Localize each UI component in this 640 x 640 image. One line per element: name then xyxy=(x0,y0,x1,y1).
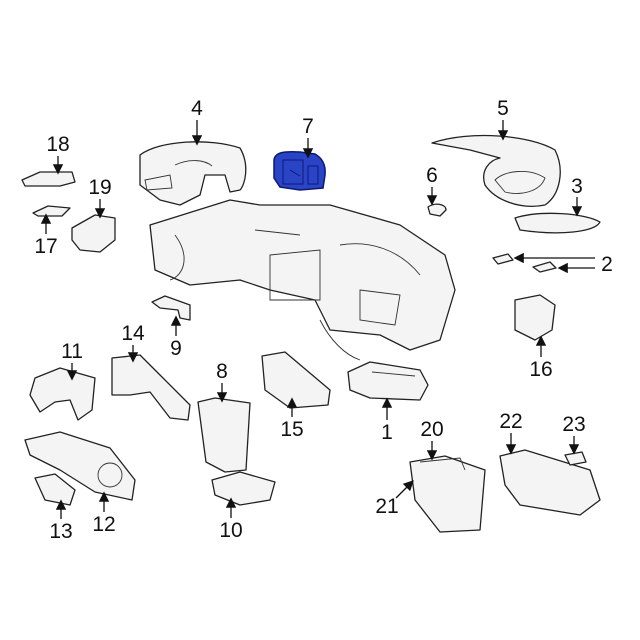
callout-3: 3 xyxy=(571,175,583,198)
leader-lines xyxy=(40,120,595,519)
part-4-cluster-bezel xyxy=(139,141,247,206)
part-1 xyxy=(347,361,429,401)
part-6 xyxy=(427,203,447,217)
callout-19: 19 xyxy=(88,176,111,199)
instrument-panel xyxy=(149,199,456,361)
callout-18: 18 xyxy=(46,133,69,156)
callout-11: 11 xyxy=(61,340,83,363)
part-9 xyxy=(151,295,191,321)
part-18 xyxy=(21,171,76,187)
part-12 xyxy=(24,431,136,501)
part-7-highlighted xyxy=(273,150,326,191)
callout-6: 6 xyxy=(426,164,438,187)
part-2a xyxy=(492,253,514,265)
callout-1: 1 xyxy=(381,421,393,444)
callout-23: 23 xyxy=(562,413,585,436)
part-15 xyxy=(261,351,331,409)
callout-labels: 4 7 5 18 19 6 3 17 2 9 11 14 8 16 15 1 2… xyxy=(34,97,613,543)
callout-10: 10 xyxy=(219,519,242,542)
callout-12: 12 xyxy=(92,513,115,536)
part-8 xyxy=(197,397,251,473)
part-14 xyxy=(111,354,191,421)
callout-16: 16 xyxy=(529,358,552,381)
callout-21: 21 xyxy=(375,495,398,518)
part-11 xyxy=(29,367,96,421)
callout-8: 8 xyxy=(216,360,228,383)
part-10 xyxy=(211,471,276,506)
part-13 xyxy=(34,473,76,506)
callout-20: 20 xyxy=(420,418,443,441)
callout-17: 17 xyxy=(34,235,57,258)
callout-9: 9 xyxy=(170,337,182,360)
part-5-bezel xyxy=(431,134,561,207)
callout-14: 14 xyxy=(121,322,145,345)
part-19 xyxy=(71,214,116,253)
part-20-21-glove-box xyxy=(409,455,486,533)
callout-15: 15 xyxy=(280,418,303,441)
part-16 xyxy=(514,294,556,341)
part-3 xyxy=(514,212,601,234)
callout-7: 7 xyxy=(302,115,314,138)
callout-2: 2 xyxy=(601,253,613,276)
callout-13: 13 xyxy=(49,520,72,543)
part-2b xyxy=(532,261,557,273)
part-17 xyxy=(32,205,71,217)
callout-5: 5 xyxy=(497,97,509,120)
callout-4: 4 xyxy=(191,97,203,120)
callout-22: 22 xyxy=(499,410,522,433)
part-22 xyxy=(499,449,601,516)
